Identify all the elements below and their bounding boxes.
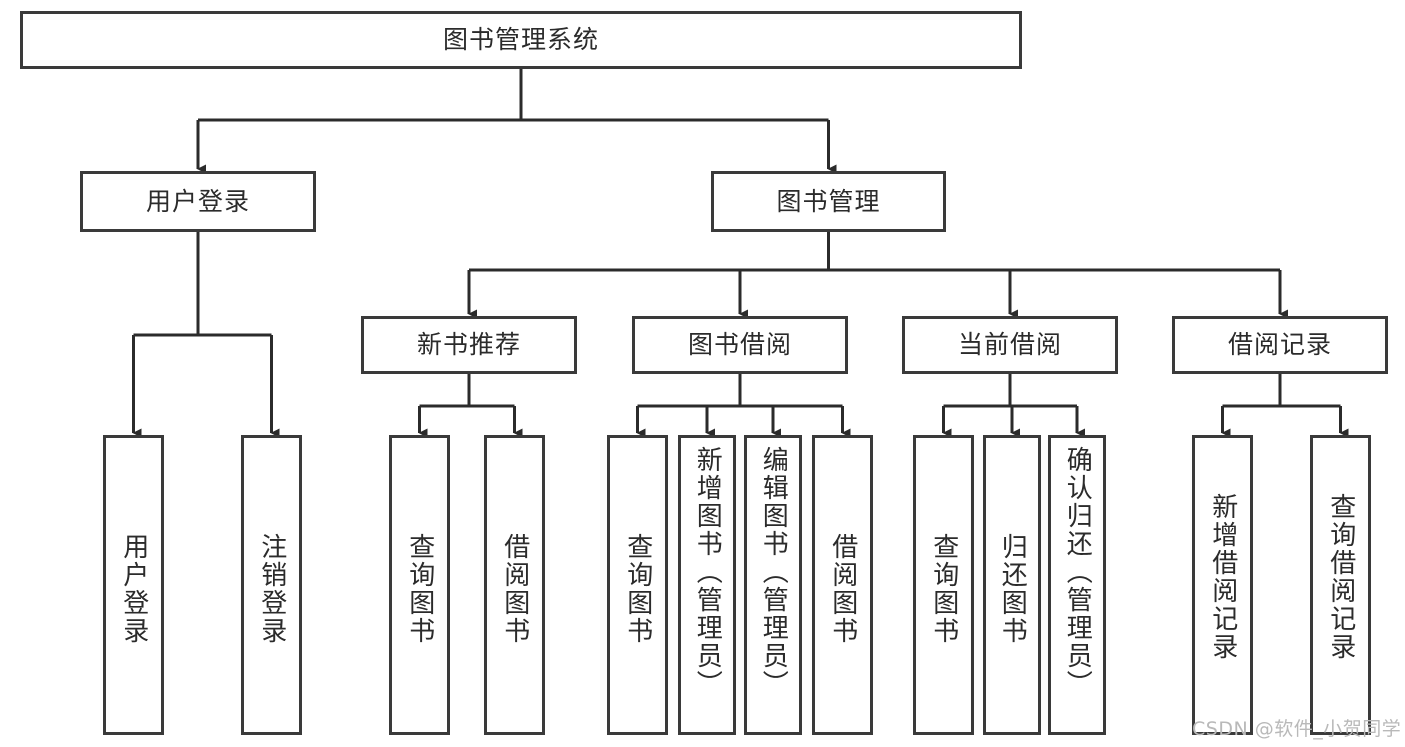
node-leaf-return-book[interactable]: 归还图书 <box>983 435 1041 735</box>
node-label: 借阅记录 <box>1227 330 1332 360</box>
node-label: 当前借阅 <box>957 330 1062 360</box>
node-leaf-query-book-2[interactable]: 查询图书 <box>607 435 668 735</box>
watermark: CSDN @软件_小贺同学 <box>1192 718 1402 740</box>
node-label: 用户登录 <box>145 186 250 216</box>
node-label: 借阅图书 <box>499 533 530 645</box>
node-leaf-add-book[interactable]: 新增图书（管理员） <box>678 435 736 735</box>
node-user-login[interactable]: 用户登录 <box>80 171 316 232</box>
node-label: 确认归还（管理员） <box>1062 446 1093 698</box>
node-leaf-query-record[interactable]: 查询借阅记录 <box>1310 435 1371 735</box>
node-leaf-add-record[interactable]: 新增借阅记录 <box>1192 435 1253 735</box>
node-leaf-query-book-1[interactable]: 查询图书 <box>389 435 450 735</box>
node-new-book-rec[interactable]: 新书推荐 <box>361 316 577 374</box>
node-label: 用户登录 <box>118 533 149 645</box>
node-label: 图书管理 <box>776 186 881 216</box>
node-label: 查询借阅记录 <box>1325 493 1356 661</box>
node-label: 查询图书 <box>404 533 435 645</box>
node-label: 新增图书（管理员） <box>692 446 723 698</box>
node-label: 借阅图书 <box>827 533 858 645</box>
node-borrow-record[interactable]: 借阅记录 <box>1172 316 1388 374</box>
node-leaf-edit-book[interactable]: 编辑图书（管理员） <box>744 435 802 735</box>
node-leaf-query-book-3[interactable]: 查询图书 <box>913 435 974 735</box>
node-label: 编辑图书（管理员） <box>758 446 789 698</box>
node-label: 查询图书 <box>928 533 959 645</box>
node-leaf-user-login[interactable]: 用户登录 <box>103 435 164 735</box>
node-current-borrow[interactable]: 当前借阅 <box>902 316 1118 374</box>
node-label: 归还图书 <box>997 533 1028 645</box>
node-leaf-confirm-return[interactable]: 确认归还（管理员） <box>1048 435 1106 735</box>
node-label: 图书借阅 <box>687 330 792 360</box>
node-root[interactable]: 图书管理系统 <box>20 11 1022 69</box>
node-book-manage[interactable]: 图书管理 <box>711 171 946 232</box>
node-label: 新书推荐 <box>416 330 521 360</box>
node-leaf-borrow-book-1[interactable]: 借阅图书 <box>484 435 545 735</box>
node-book-borrow[interactable]: 图书借阅 <box>632 316 848 374</box>
node-leaf-logout[interactable]: 注销登录 <box>241 435 302 735</box>
node-label: 注销登录 <box>256 533 287 645</box>
node-label: 新增借阅记录 <box>1207 493 1238 661</box>
node-leaf-borrow-book-2[interactable]: 借阅图书 <box>812 435 873 735</box>
node-label: 查询图书 <box>622 533 653 645</box>
node-label: 图书管理系统 <box>442 25 599 55</box>
